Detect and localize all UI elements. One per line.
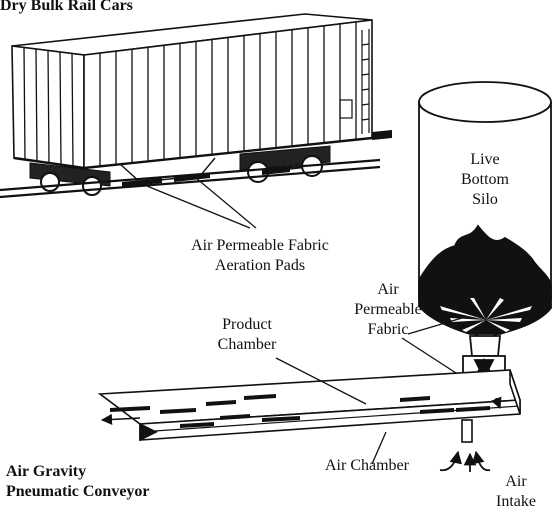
product-chamber-label-line: Product (202, 315, 292, 335)
air-chamber-label: Air Chamber (310, 456, 424, 476)
air-intake-arrows (440, 452, 490, 472)
silo-label: Live Bottom Silo (448, 150, 522, 210)
air-intake-label: Air Intake (486, 472, 546, 512)
wheel (83, 177, 101, 195)
fabric-label-line: Permeable (336, 300, 440, 320)
silo-top (419, 82, 551, 122)
conveyor-illustration (100, 370, 520, 440)
conveyor-title-line: Pneumatic Conveyor (6, 482, 150, 502)
silo-illustration (419, 82, 551, 394)
silo-label-line: Bottom (448, 170, 522, 190)
aeration-pads-label-line: Aeration Pads (150, 256, 370, 276)
air-permeable-fabric-label: Air Permeable Fabric (336, 280, 440, 340)
wheel (41, 173, 59, 191)
fabric-label-line: Fabric (336, 320, 440, 340)
silo-label-line: Silo (448, 190, 522, 210)
silo-outlet (470, 336, 500, 356)
conveyor-title: Air Gravity Pneumatic Conveyor (6, 462, 150, 502)
rail-cars-title: Dry Bulk Rail Cars (0, 0, 133, 16)
air-intake-label-line: Intake (486, 492, 546, 512)
silo-label-line: Live (448, 150, 522, 170)
product-chamber-label: Product Chamber (202, 315, 292, 355)
fabric-label-line: Air (336, 280, 440, 300)
conveyor-title-line: Air Gravity (6, 462, 150, 482)
air-intake-pipe (462, 420, 472, 442)
product-chamber-label-line: Chamber (202, 335, 292, 355)
aeration-pads-label: Air Permeable Fabric Aeration Pads (150, 236, 370, 276)
aeration-pads-label-line: Air Permeable Fabric (150, 236, 370, 256)
coupler (372, 130, 392, 140)
air-intake-label-line: Air (486, 472, 546, 492)
